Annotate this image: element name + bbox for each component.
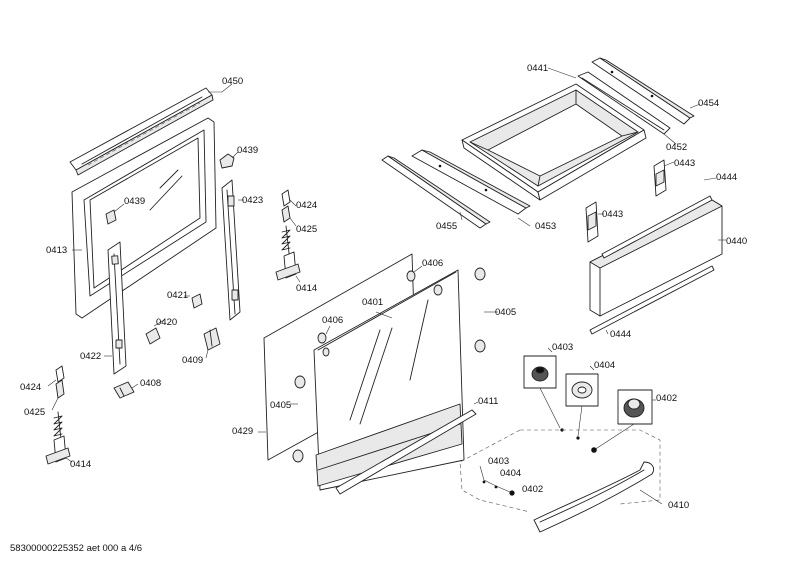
callout-0444-upper: 0444 [716,172,737,183]
part-0425-spring-left[interactable] [55,379,65,399]
part-0450-top-strip[interactable] [69,87,214,176]
part-0453-left-rail-inner[interactable] [411,149,531,215]
part-0413-inner-frame[interactable] [71,117,217,319]
callout-0421: 0421 [167,290,188,301]
callout-0441: 0441 [527,63,548,74]
part-0423-right-rail[interactable] [221,179,241,321]
callout-0405-right: 0405 [495,307,516,318]
part-0444-strip-lower[interactable] [589,265,715,335]
callout-0423: 0423 [242,195,263,206]
callout-0453: 0453 [535,221,556,232]
callout-0443-upper: 0443 [674,158,695,169]
callout-0406-lower: 0406 [322,315,343,326]
part-0405-bumper-left[interactable] [292,375,306,463]
foot-mount-points [539,387,635,453]
callout-0414-left: 0414 [70,459,91,470]
part-0424-pin-right[interactable] [281,189,291,207]
part-0422-left-rail[interactable] [107,241,127,375]
part-0414-hinge-left[interactable] [45,411,71,465]
callout-0410: 0410 [668,500,689,511]
part-0406-bumper-lower[interactable] [317,332,330,357]
callout-0402-set: 0402 [522,484,543,495]
part-0443-bracket-lower[interactable] [585,201,599,243]
callout-0405-left: 0405 [270,400,291,411]
callout-0404-set: 0404 [500,468,521,479]
callout-0411: 0411 [478,396,498,407]
callout-0424-right: 0424 [296,200,317,211]
callout-0455: 0455 [436,221,457,232]
part-0444-strip-upper[interactable] [601,195,713,259]
part-0406-bumper-upper[interactable] [406,270,443,296]
part-0401-door-glass[interactable] [313,269,465,491]
part-0402-foot[interactable] [617,389,653,425]
callout-0414-right: 0414 [296,283,317,294]
document-id: 58300000225352 aet 000 a 4/6 [10,543,142,554]
callout-0401: 0401 [362,297,383,308]
part-0404-washer[interactable] [565,373,599,407]
callout-0404-detail: 0404 [594,360,615,371]
part-0439-clip-right[interactable] [219,153,235,169]
part-0425-spring-right[interactable] [281,205,291,223]
callout-0403-detail: 0403 [552,342,573,353]
part-0403-foot[interactable] [523,355,557,389]
part-0420-bracket[interactable] [145,327,161,345]
part-0414-hinge-right[interactable] [275,225,301,281]
part-0411-door-seal[interactable] [335,409,477,495]
callout-0403-set: 0403 [488,456,509,467]
part-0454-right-rail-upper[interactable] [591,57,695,125]
part-0409-bracket[interactable] [203,327,221,351]
callout-0408: 0408 [140,378,161,389]
callout-0440: 0440 [726,236,747,247]
part-0443-bracket-upper[interactable] [653,159,667,197]
part-0440-drawer-front[interactable] [589,199,723,317]
callout-0409: 0409 [182,355,203,366]
callout-0422: 0422 [80,351,101,362]
callout-0452: 0452 [666,142,687,153]
part-0408-bracket[interactable] [113,381,135,399]
callout-0439-right: 0439 [237,145,258,156]
callout-0425-right: 0425 [296,224,317,235]
callout-0413: 0413 [46,245,67,256]
callout-0406-upper: 0406 [422,258,443,269]
callout-0443-lower: 0443 [602,209,623,220]
base-dashed-outline [459,429,661,513]
callout-0424-left: 0424 [20,382,41,393]
callout-0429: 0429 [232,426,253,437]
part-0455-left-rail-outer[interactable] [381,155,491,229]
part-0410-kick-plate[interactable] [533,461,655,533]
callout-0425-left: 0425 [24,407,45,418]
part-0405-bumper-right[interactable] [474,267,486,353]
part-0441-drawer-tray[interactable] [461,83,647,201]
part-0421-bracket[interactable] [191,293,203,309]
part-0452-right-rail-lower[interactable] [577,71,671,135]
callout-0454: 0454 [698,98,719,109]
part-0424-pin-left[interactable] [55,365,65,383]
part-0403-0404-0402-set[interactable] [479,465,515,496]
part-0439-clip-left[interactable] [105,209,117,225]
callout-0439-left: 0439 [124,196,145,207]
callout-0444-lower: 0444 [610,329,631,340]
callout-0402-detail: 0402 [656,393,677,404]
callout-0420: 0420 [156,317,177,328]
callout-0450: 0450 [222,76,243,87]
